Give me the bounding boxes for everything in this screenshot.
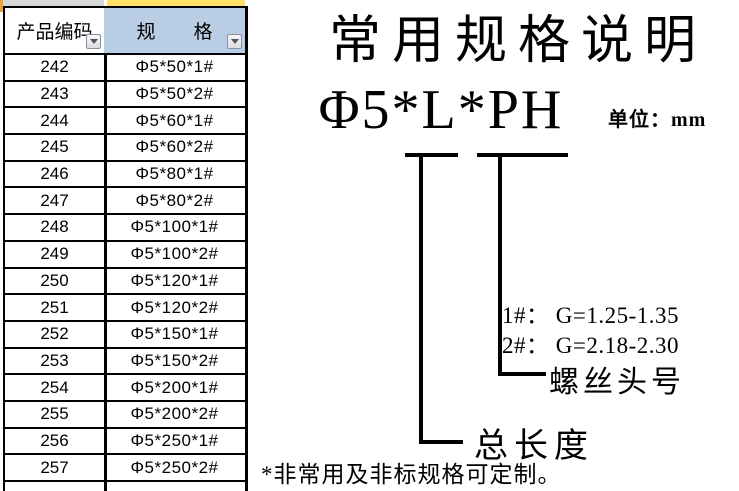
product-code-cell[interactable]: 242 xyxy=(40,57,69,77)
partial-cell-orange xyxy=(0,0,3,12)
product-code-cell[interactable]: 255 xyxy=(40,404,69,424)
table-row: 242 Φ5*50*1# xyxy=(5,55,245,82)
spec-cell[interactable]: Φ5*100*1# xyxy=(130,217,219,237)
head-spec-2: 2#： G=2.18-2.30 xyxy=(502,333,679,358)
table-border-top xyxy=(3,6,248,8)
spec-cell[interactable]: Φ5*60*2# xyxy=(135,137,214,157)
diagram-title: 常用规格说明 xyxy=(328,13,707,70)
product-code-cell[interactable]: 243 xyxy=(40,84,69,104)
table-row: 247 Φ5*80*2# xyxy=(5,188,245,216)
callout-vertical-line-PH xyxy=(498,153,502,376)
head-spec-1: 1#： G=1.25-1.35 xyxy=(502,303,679,328)
spec-cell[interactable]: Φ5*150*1# xyxy=(130,324,219,344)
product-code-cell[interactable]: 257 xyxy=(40,457,69,477)
product-code-cell[interactable]: 251 xyxy=(40,297,69,317)
footnote: *非常用及非标规格可定制。 xyxy=(261,462,562,487)
callout-vertical-line-L xyxy=(419,153,423,444)
spec-cell[interactable]: Φ5*150*2# xyxy=(130,350,219,370)
table-row: 248 Φ5*100*1# xyxy=(5,215,245,242)
unit-label: 单位：mm xyxy=(608,109,707,131)
table-body: 242 Φ5*50*1# 243 Φ5*50*2# 244 Φ5*60*1# 2… xyxy=(5,55,245,482)
callout-elbow-L xyxy=(419,440,463,444)
column-header-product-code-label: 产品编码 xyxy=(16,22,93,43)
spec-formula: Φ5*L*PH xyxy=(318,79,564,141)
product-code-cell[interactable]: 245 xyxy=(40,137,69,157)
product-code-cell[interactable]: 253 xyxy=(40,350,69,370)
table-header-row: 产品编码 规 格 xyxy=(5,8,245,55)
spec-cell[interactable]: Φ5*120*2# xyxy=(130,297,219,317)
spec-cell[interactable]: Φ5*80*2# xyxy=(135,190,214,210)
column-header-product-code[interactable]: 产品编码 xyxy=(5,8,104,55)
filter-dropdown-spec[interactable] xyxy=(227,34,242,49)
table-row: 254 Φ5*200*1# xyxy=(5,375,245,402)
partial-cell-gray xyxy=(3,0,104,6)
spec-cell[interactable]: Φ5*50*1# xyxy=(135,57,214,77)
spec-cell[interactable]: Φ5*120*1# xyxy=(130,270,219,290)
product-code-cell[interactable]: 254 xyxy=(40,377,69,397)
spec-cell[interactable]: Φ5*50*2# xyxy=(135,84,214,104)
table-border-left xyxy=(3,6,5,491)
head-number-label: 螺丝头号 xyxy=(549,366,685,399)
table-row: 243 Φ5*50*2# xyxy=(5,82,245,109)
spec-cell[interactable]: Φ5*80*1# xyxy=(135,164,214,184)
table-row: 255 Φ5*200*2# xyxy=(5,402,245,429)
filter-dropdown-product-code[interactable] xyxy=(86,34,101,49)
table-row: 256 Φ5*250*1# xyxy=(5,429,245,456)
product-code-cell[interactable]: 247 xyxy=(40,190,69,210)
product-code-cell[interactable]: 252 xyxy=(40,324,69,344)
table-row: 250 Φ5*120*1# xyxy=(5,269,245,296)
product-code-cell[interactable]: 256 xyxy=(40,430,69,450)
product-code-cell[interactable]: 249 xyxy=(40,244,69,264)
spec-cell[interactable]: Φ5*60*1# xyxy=(135,110,214,130)
table-row: 249 Φ5*100*2# xyxy=(5,242,245,269)
callout-elbow-PH xyxy=(498,372,546,376)
spec-cell[interactable]: Φ5*200*1# xyxy=(130,377,219,397)
spec-cell[interactable]: Φ5*100*2# xyxy=(130,244,219,264)
callout-underline-L xyxy=(405,153,458,157)
product-code-cell[interactable]: 250 xyxy=(40,270,69,290)
table-border-column-divider xyxy=(104,6,107,491)
total-length-label: 总长度 xyxy=(474,428,594,465)
column-header-spec[interactable]: 规 格 xyxy=(104,8,245,55)
spec-cell[interactable]: Φ5*200*2# xyxy=(130,404,219,424)
callout-underline-PH xyxy=(477,153,568,157)
table-border-right xyxy=(245,6,248,491)
table-row: 246 Φ5*80*1# xyxy=(5,162,245,189)
spec-cell[interactable]: Φ5*250*2# xyxy=(130,457,219,477)
product-code-cell[interactable]: 244 xyxy=(40,110,69,130)
table-row: 253 Φ5*150*2# xyxy=(5,349,245,376)
chevron-down-icon xyxy=(89,39,98,44)
chevron-down-icon xyxy=(230,39,239,44)
column-header-spec-label: 规 格 xyxy=(136,22,213,43)
table-row: 244 Φ5*60*1# xyxy=(5,108,245,136)
table-row: 251 Φ5*120*2# xyxy=(5,295,245,322)
partial-cell-yellow xyxy=(107,0,245,6)
table-row: 252 Φ5*150*1# xyxy=(5,322,245,349)
product-code-cell[interactable]: 248 xyxy=(40,217,69,237)
table-row: 245 Φ5*60*2# xyxy=(5,135,245,162)
product-code-cell[interactable]: 246 xyxy=(40,164,69,184)
spec-cell[interactable]: Φ5*250*1# xyxy=(130,430,219,450)
table-row: 257 Φ5*250*2# xyxy=(5,455,245,482)
